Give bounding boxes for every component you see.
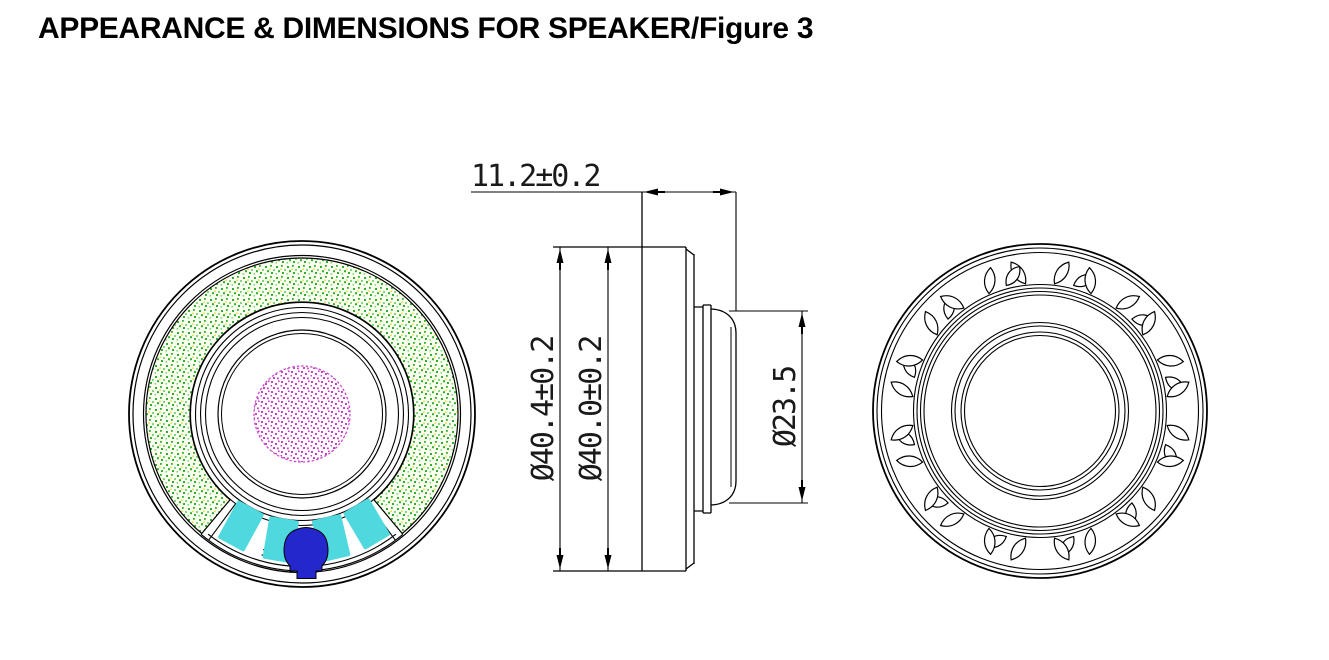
front-frame-ring-circle	[194, 306, 410, 522]
leaf-ornament	[1156, 354, 1185, 367]
leaf-ornament	[1166, 424, 1190, 441]
leaf-ornament	[1115, 295, 1141, 310]
leaf-ornament	[1141, 310, 1156, 336]
front-cone-edge-circle	[217, 329, 387, 499]
leaf-ornament	[983, 266, 996, 295]
leaf-ornament	[1005, 265, 1021, 287]
leaf-ornament	[1010, 537, 1027, 561]
dim-depth-label: 11.2±0.2	[471, 159, 600, 194]
solder-pad	[218, 500, 264, 552]
dim-body-diameter-label: Ø40.0±0.2	[574, 337, 609, 482]
front-frame-ring-circle	[199, 311, 405, 517]
leaf-ornament	[895, 455, 924, 468]
front-outer-rim-circle	[132, 244, 472, 584]
leaf-ornament	[1053, 261, 1070, 285]
dimension-lines	[471, 191, 808, 571]
back-magnet-step-circle	[954, 325, 1126, 497]
page-title: APPEARANCE & DIMENSIONS FOR SPEAKER/Figu…	[38, 12, 814, 45]
leaf-ornament	[1084, 266, 1097, 295]
side-magnet-outline	[694, 304, 737, 514]
side-body-outline	[553, 192, 695, 572]
terminal-window-edge	[208, 503, 236, 541]
dim-magnet-diameter-label: Ø23.5	[768, 367, 803, 447]
terminal-lug	[283, 526, 329, 579]
back-magnet-step-circle	[950, 321, 1130, 501]
dim-flange-diameter-label: Ø40.4±0.2	[526, 337, 561, 482]
leaf-ornament	[924, 486, 939, 512]
speaker-side-view: 11.2±0.2 Ø40.4±0.2 Ø40.0±0.2 Ø23.5	[471, 159, 808, 572]
leaf-ornament	[924, 310, 939, 336]
back-leaf-ring-outer-circle	[880, 251, 1200, 571]
leaf-ornament	[1053, 537, 1070, 561]
leaf-ornament	[1115, 512, 1141, 527]
front-frame-ring-circle	[189, 301, 415, 527]
back-leaf-ring-inner-circle	[912, 283, 1168, 539]
leaf-ornament	[1141, 486, 1156, 512]
front-frame-ring-circle	[204, 316, 400, 512]
leaf-ornament	[1156, 455, 1185, 468]
back-outer-circle	[872, 243, 1208, 579]
back-outer-circle	[876, 247, 1204, 575]
front-cone-edge-circle	[221, 333, 383, 495]
front-dust-cap	[253, 365, 351, 463]
front-outer-rim-circle	[128, 240, 476, 588]
leaf-ornament	[890, 381, 914, 398]
leaf-ornament	[890, 424, 914, 441]
leaf-ornament	[1166, 381, 1190, 398]
leaf-ornament	[939, 295, 965, 310]
back-magnet-circle	[960, 331, 1120, 491]
leaf-ornament	[1084, 527, 1097, 556]
back-leaf-ring-inner-circle	[919, 290, 1161, 532]
leaf-ornament	[895, 354, 924, 367]
back-leaf-ring-inner-circle	[916, 287, 1164, 535]
solder-pad	[343, 498, 390, 550]
speaker-back-view	[872, 243, 1208, 579]
back-leaf-ring-inner-circle	[923, 294, 1157, 528]
decorative-leaf-ring	[890, 261, 1190, 561]
back-magnet-circle	[963, 334, 1117, 488]
leaf-ornament	[983, 527, 996, 556]
speaker-front-view	[128, 240, 476, 588]
leaf-ornament	[939, 512, 965, 527]
